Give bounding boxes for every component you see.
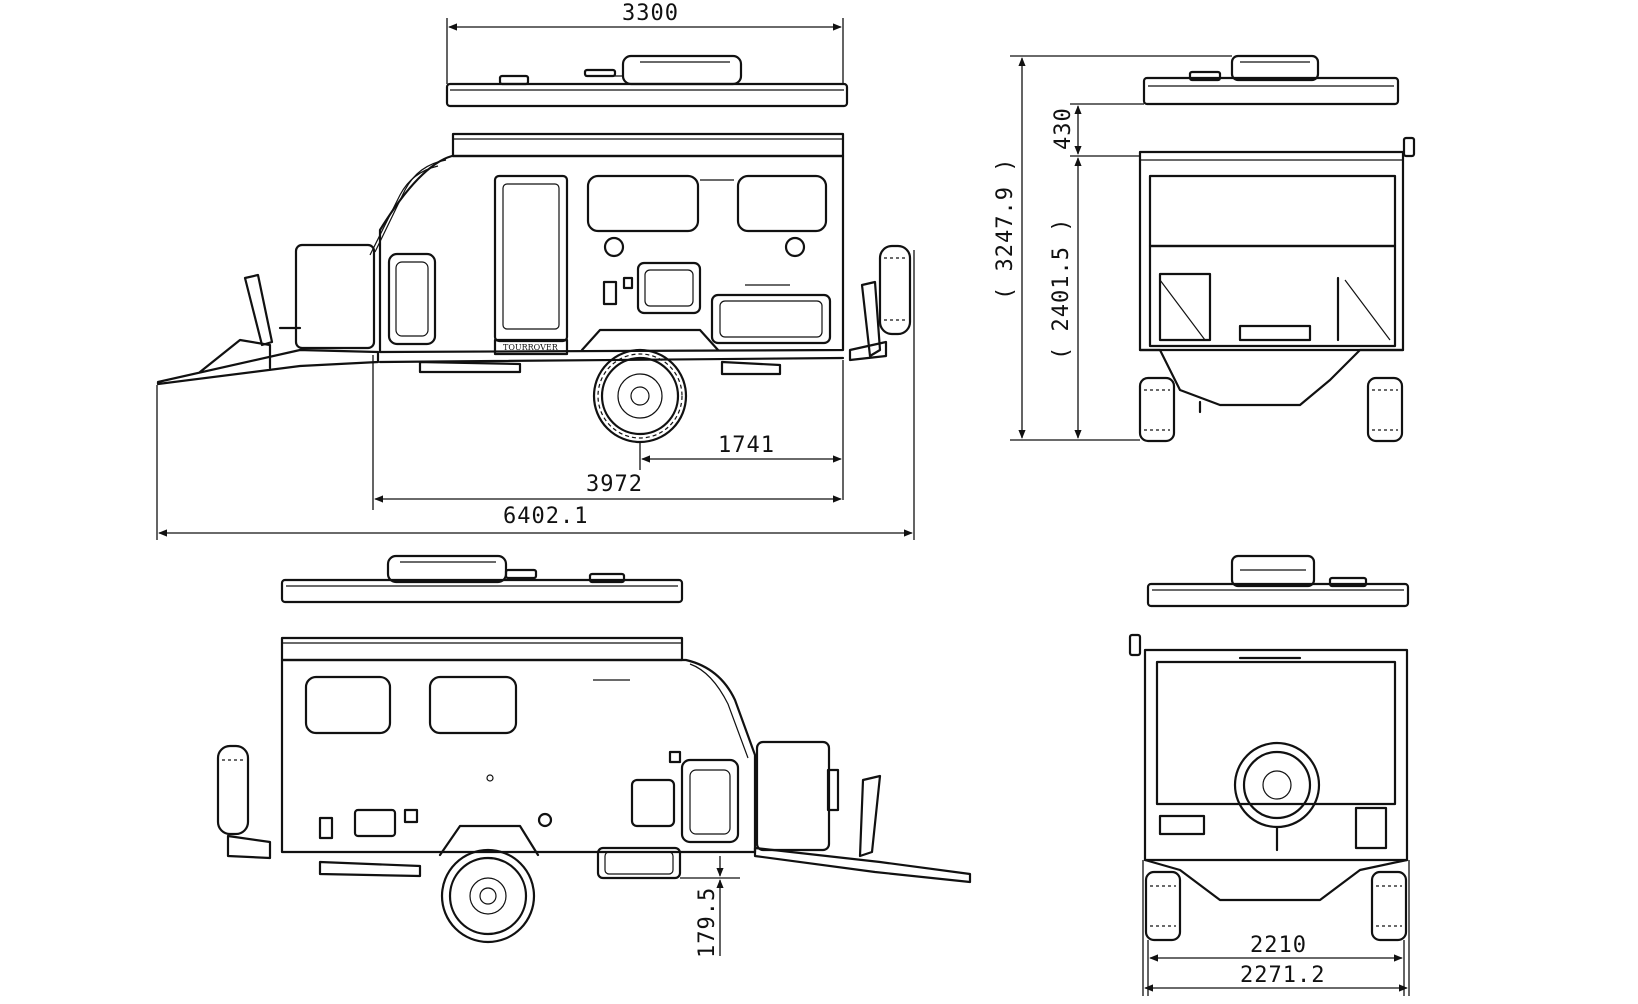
dim-6402-label: 6402.1 [503,504,588,529]
side-wheel [592,348,688,444]
rear-spare-wheel [848,244,912,362]
dim-1741-label: 1741 [718,433,775,458]
dim-2210-label: 2210 [1250,933,1307,958]
dim-430-label: 430 [1051,107,1076,150]
front-view [1138,54,1416,443]
dim-2401-label: ( 2401.5 ) [1049,218,1074,360]
dim-track-width: 2210 [1147,933,1405,996]
side-door [493,174,569,343]
rear-wheel-left [1144,870,1182,942]
front-wheel-left [1138,376,1176,443]
dim-axle-to-rear: 1741 [639,360,844,500]
dim-2271-label: 2271.2 [1240,963,1325,988]
dim-3300-label: 3300 [622,1,679,26]
dim-body-length: 3972 [372,355,842,510]
dim-overall-width: 2271.2 [1142,860,1410,996]
dim-3972-label: 3972 [586,472,643,497]
front-body [1138,150,1405,352]
rear-body [1143,648,1409,862]
side-view-right [216,554,972,944]
dim-3247-label: ( 3247.9 ) [993,158,1018,300]
side-window-1 [586,174,700,233]
front-storage-box [294,243,376,350]
side-body [378,154,845,354]
a-frame-drawbar [156,348,380,386]
rear-wheel-right [1370,870,1408,942]
rear-view [1128,554,1410,942]
dim-top-width: 3300 [446,1,844,84]
side-body-2 [280,658,757,854]
rear-spare [1233,741,1321,852]
dim-179-label: 179.5 [695,887,720,958]
side-window-2 [736,174,828,233]
rooftop-tent [445,54,849,158]
dim-ground-clearance: 179.5 [680,856,740,958]
dim-body-height: ( 2401.5 ) [1049,157,1082,439]
side-view-left: TOURROVER [156,54,912,444]
dim-overall-length: 6402.1 [156,250,915,540]
side-wheel-2 [440,848,536,944]
logo-text: TOURROVER [503,343,559,352]
front-wheel-right [1366,376,1404,443]
dim-roof-rise: 430 [1051,103,1144,157]
dim-overall-height: ( 3247.9 ) [993,55,1232,441]
